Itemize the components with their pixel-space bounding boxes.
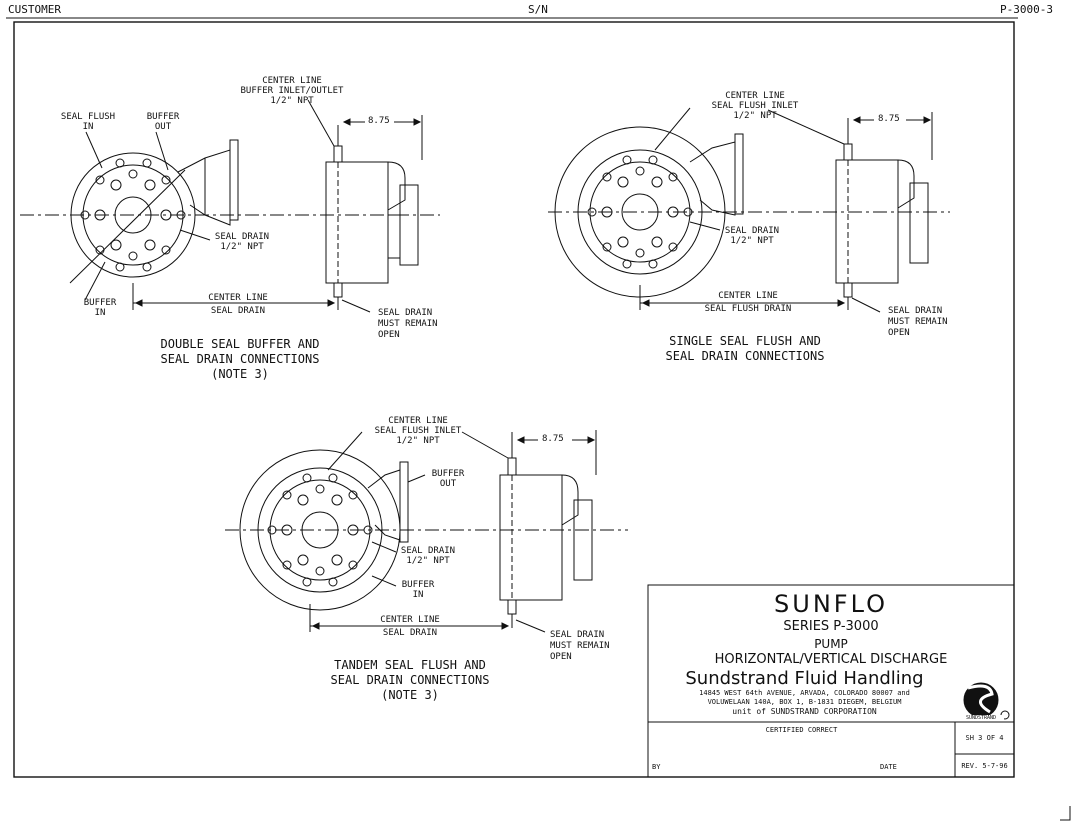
view2-geometry [548, 107, 950, 313]
drawing-frame [13, 21, 1015, 778]
customer-label: CUSTOMER [8, 3, 61, 16]
sheet-number: SH 3 OF 4 [965, 734, 1004, 742]
view3-dimension: 8.75 [542, 434, 564, 444]
view1-geometry [20, 99, 440, 313]
sundstrand-logo [963, 682, 1010, 720]
drawing-number: P-3000-3 [1000, 3, 1053, 16]
serial-label: S/N [528, 3, 548, 16]
title-discharge: HORIZONTAL/VERTICAL DISCHARGE [714, 652, 948, 667]
by-field: BY [652, 763, 661, 771]
date-field: DATE [880, 763, 897, 771]
view3-geometry [225, 430, 628, 633]
title-product: SUNFLO [774, 590, 888, 618]
view2-dimension: 8.75 [878, 114, 900, 124]
certified-correct: CERTIFIED CORRECT [765, 726, 838, 734]
title-block-frame [647, 584, 1015, 778]
title-company: Sundstrand Fluid Handling [685, 668, 924, 689]
logo-text: SUNDSTRAND [958, 715, 1004, 721]
title-type: PUMP [814, 637, 848, 651]
title-address: 14845 WEST 64th AVENUE, ARVADA, COLORADO… [699, 689, 910, 716]
view1-dimension: 8.75 [368, 116, 390, 126]
title-series: SERIES P-3000 [783, 619, 879, 634]
revision: REV. 5-7-96 [961, 762, 1008, 770]
